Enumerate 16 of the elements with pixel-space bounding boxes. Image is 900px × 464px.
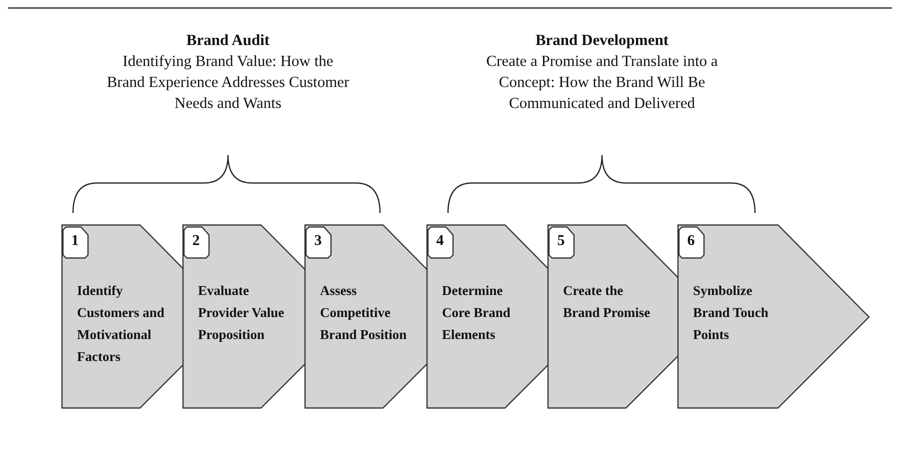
step-label: Assess Competitive Brand Position	[320, 282, 408, 344]
step-number: 5	[549, 227, 575, 258]
step-label: Evaluate Provider Value Proposition	[198, 282, 286, 344]
step-label: Create the Brand Promise	[563, 282, 651, 322]
step-number: 2	[184, 227, 210, 258]
step-number: 1	[63, 227, 89, 258]
step-number: 6	[679, 227, 705, 258]
group-heading: Brand Audit	[185, 31, 271, 51]
step-label: Determine Core Brand Elements	[442, 282, 512, 344]
step-label: Identify Customers and Motivational Factors	[77, 282, 165, 366]
group-description: Identifying Brand Value: How the Brand Experience Addresses Customer Needs and Wants	[106, 53, 350, 112]
group-description: Create a Promise and Translate into a Concept: How the Brand Will Be Communicated and Delivered	[486, 53, 718, 112]
group-heading: Brand Development	[534, 31, 670, 51]
step-number: 3	[306, 227, 332, 258]
step-number: 4	[428, 227, 454, 258]
step-label: Symbolize Brand Touch Points	[693, 282, 770, 344]
